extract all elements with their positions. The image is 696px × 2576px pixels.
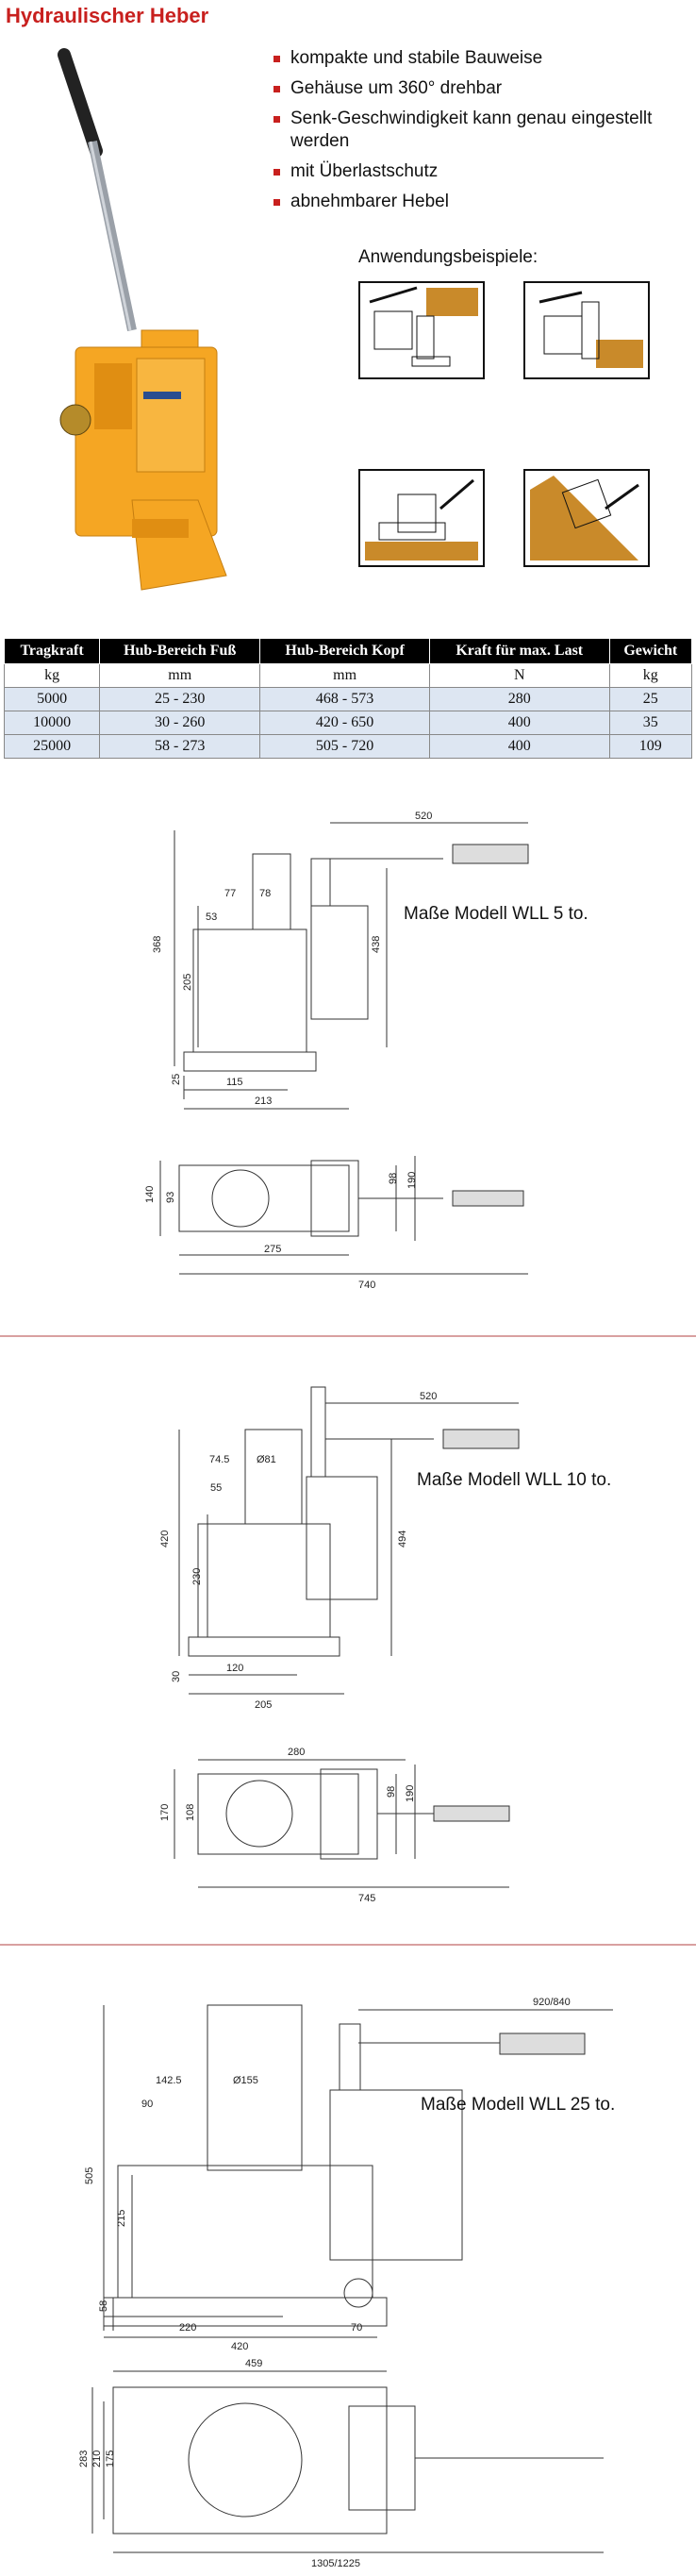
svg-text:170: 170	[159, 1804, 171, 1821]
svg-text:175: 175	[105, 2451, 116, 2467]
table-header-row: Tragkraft Hub-Bereich Fuß Hub-Bereich Ko…	[3, 638, 693, 664]
svg-text:25: 25	[171, 1074, 182, 1085]
svg-text:142.5: 142.5	[156, 2075, 182, 2086]
svg-text:280: 280	[288, 1747, 305, 1758]
svg-text:55: 55	[210, 1482, 222, 1494]
svg-text:213: 213	[255, 1096, 272, 1107]
examples-label: Anwendungsbeispiele:	[358, 247, 539, 267]
svg-text:740: 740	[358, 1280, 375, 1291]
feature-item: Gehäuse um 360° drehbar	[273, 77, 687, 100]
svg-text:459: 459	[245, 2358, 262, 2369]
svg-text:220: 220	[179, 2322, 196, 2333]
table-header-cell: Tragkraft	[3, 638, 101, 664]
table-row: 25000 58 - 273 505 - 720 400 109	[3, 734, 693, 759]
svg-text:108: 108	[185, 1804, 196, 1821]
drawing-wll5: 520 77 78 53 368 205 438 25 115 213 98 1…	[144, 811, 529, 1291]
svg-text:74.5: 74.5	[209, 1454, 229, 1465]
svg-text:368: 368	[152, 936, 163, 953]
model-label-wll5: Maße Modell WLL 5 to.	[404, 904, 588, 924]
svg-text:205: 205	[255, 1699, 272, 1711]
table-header-cell: Gewicht	[608, 638, 693, 664]
svg-text:120: 120	[226, 1663, 243, 1674]
svg-text:420: 420	[159, 1531, 171, 1547]
feature-list: kompakte und stabile Bauweise Gehäuse um…	[273, 47, 687, 221]
model-label-wll25: Maße Modell WLL 25 to.	[421, 2095, 616, 2115]
svg-text:420: 420	[231, 2341, 248, 2352]
svg-text:98: 98	[386, 1786, 397, 1798]
svg-text:30: 30	[171, 1671, 182, 1682]
svg-text:78: 78	[259, 888, 271, 899]
svg-text:520: 520	[415, 811, 432, 822]
svg-text:210: 210	[91, 2451, 103, 2467]
feature-item: abnehmbarer Hebel	[273, 191, 687, 213]
table-header-cell: Hub-Bereich Fuß	[99, 638, 261, 664]
section-divider	[0, 1335, 696, 1337]
svg-text:190: 190	[405, 1785, 416, 1802]
svg-text:90: 90	[141, 2099, 153, 2110]
example-image-4	[523, 469, 650, 567]
svg-text:505: 505	[84, 2167, 95, 2184]
drawing-wll25: 920/840 142.5 Ø155 90 505 215 58 220 420…	[78, 1997, 613, 2569]
bullet-icon	[273, 169, 280, 176]
table-row: 10000 30 - 260 420 - 650 400 35	[3, 711, 693, 735]
bullet-icon	[273, 116, 280, 123]
svg-text:438: 438	[371, 936, 382, 953]
svg-text:494: 494	[397, 1531, 408, 1547]
feature-item: Senk-Geschwindigkeit kann genau eingeste…	[273, 108, 687, 153]
svg-text:77: 77	[224, 888, 236, 899]
example-image-2	[523, 281, 650, 379]
svg-text:230: 230	[191, 1568, 203, 1585]
svg-text:205: 205	[182, 974, 193, 991]
svg-text:1305/1225: 1305/1225	[311, 2558, 360, 2569]
table-units-row: kg mm mm N kg	[3, 663, 693, 688]
svg-text:98: 98	[388, 1173, 399, 1184]
table-row: 5000 25 - 230 468 - 573 280 25	[3, 687, 693, 711]
example-image-1	[358, 281, 485, 379]
feature-item: mit Überlastschutz	[273, 160, 687, 183]
bullet-icon	[273, 86, 280, 92]
svg-text:745: 745	[358, 1893, 375, 1904]
spec-table: Tragkraft Hub-Bereich Fuß Hub-Bereich Ko…	[3, 638, 693, 759]
svg-text:93: 93	[165, 1192, 176, 1203]
example-image-3	[358, 469, 485, 567]
table-header-cell: Hub-Bereich Kopf	[259, 638, 430, 664]
svg-text:53: 53	[206, 912, 217, 923]
svg-text:140: 140	[144, 1186, 156, 1203]
svg-text:Ø155: Ø155	[233, 2075, 258, 2086]
svg-text:520: 520	[420, 1391, 437, 1402]
page-title: Hydraulischer Heber	[6, 4, 209, 27]
svg-text:58: 58	[98, 2300, 109, 2312]
svg-text:920/840: 920/840	[533, 1997, 571, 2008]
feature-item: kompakte und stabile Bauweise	[273, 47, 687, 70]
model-label-wll10: Maße Modell WLL 10 to.	[417, 1470, 612, 1490]
svg-text:275: 275	[264, 1244, 281, 1255]
bullet-icon	[273, 56, 280, 62]
svg-text:Ø81: Ø81	[257, 1454, 276, 1465]
svg-text:70: 70	[351, 2322, 362, 2333]
svg-text:190: 190	[406, 1172, 418, 1189]
svg-text:283: 283	[78, 2451, 90, 2467]
svg-text:115: 115	[226, 1077, 243, 1088]
section-divider	[0, 1944, 696, 1946]
hydraulic-jack-image	[58, 48, 227, 591]
drawing-wll10: 520 74.5 Ø81 55 420 230 494 30 120 205 2…	[159, 1386, 520, 1904]
bullet-icon	[273, 199, 280, 206]
table-header-cell: Kraft für max. Last	[428, 638, 610, 664]
svg-text:215: 215	[116, 2210, 127, 2227]
